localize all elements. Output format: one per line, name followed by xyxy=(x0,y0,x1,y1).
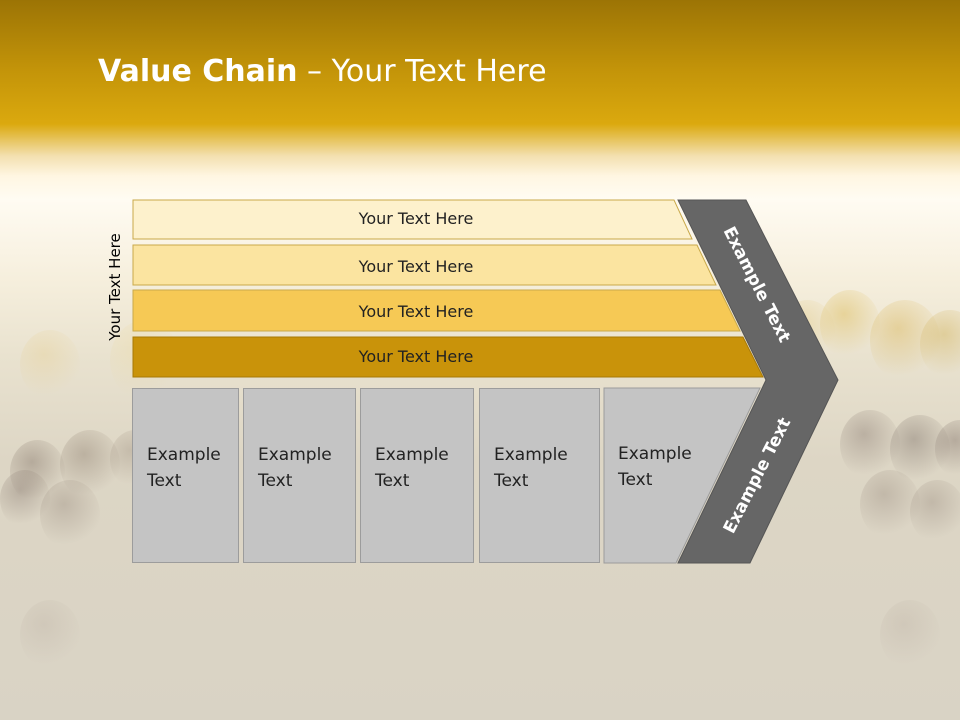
reflection-chevron: Example Text xyxy=(0,564,960,720)
page-title: Value Chain – Your Text Here xyxy=(98,54,547,89)
bokeh-orb xyxy=(860,470,920,539)
bokeh-orb xyxy=(870,300,940,381)
header-background xyxy=(0,0,960,200)
band-2 xyxy=(132,244,717,286)
bokeh-orb xyxy=(880,600,940,669)
band-2-label: Your Text Here xyxy=(358,257,474,276)
bokeh-orb xyxy=(920,310,960,379)
bokeh-orb xyxy=(60,430,120,499)
bokeh-orb xyxy=(820,290,880,359)
bokeh-orb xyxy=(0,470,50,528)
title-rest: – Your Text Here xyxy=(297,54,547,89)
band-3 xyxy=(132,289,741,332)
bokeh-orb xyxy=(20,330,80,399)
bokeh-orb xyxy=(890,415,950,484)
bokeh-orb xyxy=(10,440,65,504)
band-4 xyxy=(132,336,764,378)
bokeh-orb xyxy=(20,600,80,669)
band-1-label: Your Text Here xyxy=(358,209,474,228)
title-bold: Value Chain xyxy=(98,54,298,89)
band-4-label: Your Text Here xyxy=(358,347,474,366)
bokeh-orb xyxy=(40,480,100,549)
band-1 xyxy=(132,199,693,240)
bokeh-orb xyxy=(910,480,960,544)
bokeh-orb xyxy=(840,410,900,479)
band-3-label: Your Text Here xyxy=(358,302,474,321)
